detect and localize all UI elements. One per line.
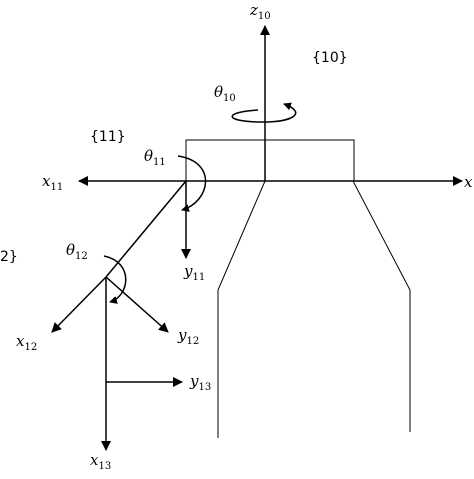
theta12-label: θ12 (66, 241, 88, 262)
x10-label: x (464, 173, 473, 191)
link-11-to-12 (105, 180, 187, 278)
top-block (185, 139, 355, 182)
frame-11-label: {11} (90, 129, 126, 145)
body-right-edge (352, 180, 411, 432)
x11-label: x11 (42, 172, 63, 193)
frame-12-label: 2} (0, 249, 18, 265)
x12-label: x12 (16, 332, 37, 353)
x13-label: x13 (90, 451, 111, 472)
y13-label: y13 (189, 372, 211, 393)
theta11-rotation-arrow (177, 155, 207, 212)
y12-axis (105, 276, 169, 333)
z10-label: z10 (249, 1, 271, 22)
theta12-rotation-arrow (103, 255, 127, 304)
body-outline (185, 139, 411, 438)
theta10-rotation-arrow (231, 102, 297, 123)
y11-label: y11 (183, 262, 205, 283)
y12-label: y12 (177, 326, 199, 347)
theta10-label: θ10 (214, 83, 236, 104)
body-left-edge (217, 180, 266, 438)
frame-10-label: {10} (312, 50, 348, 66)
x12-axis (51, 276, 107, 333)
theta11-label: θ11 (144, 147, 166, 168)
